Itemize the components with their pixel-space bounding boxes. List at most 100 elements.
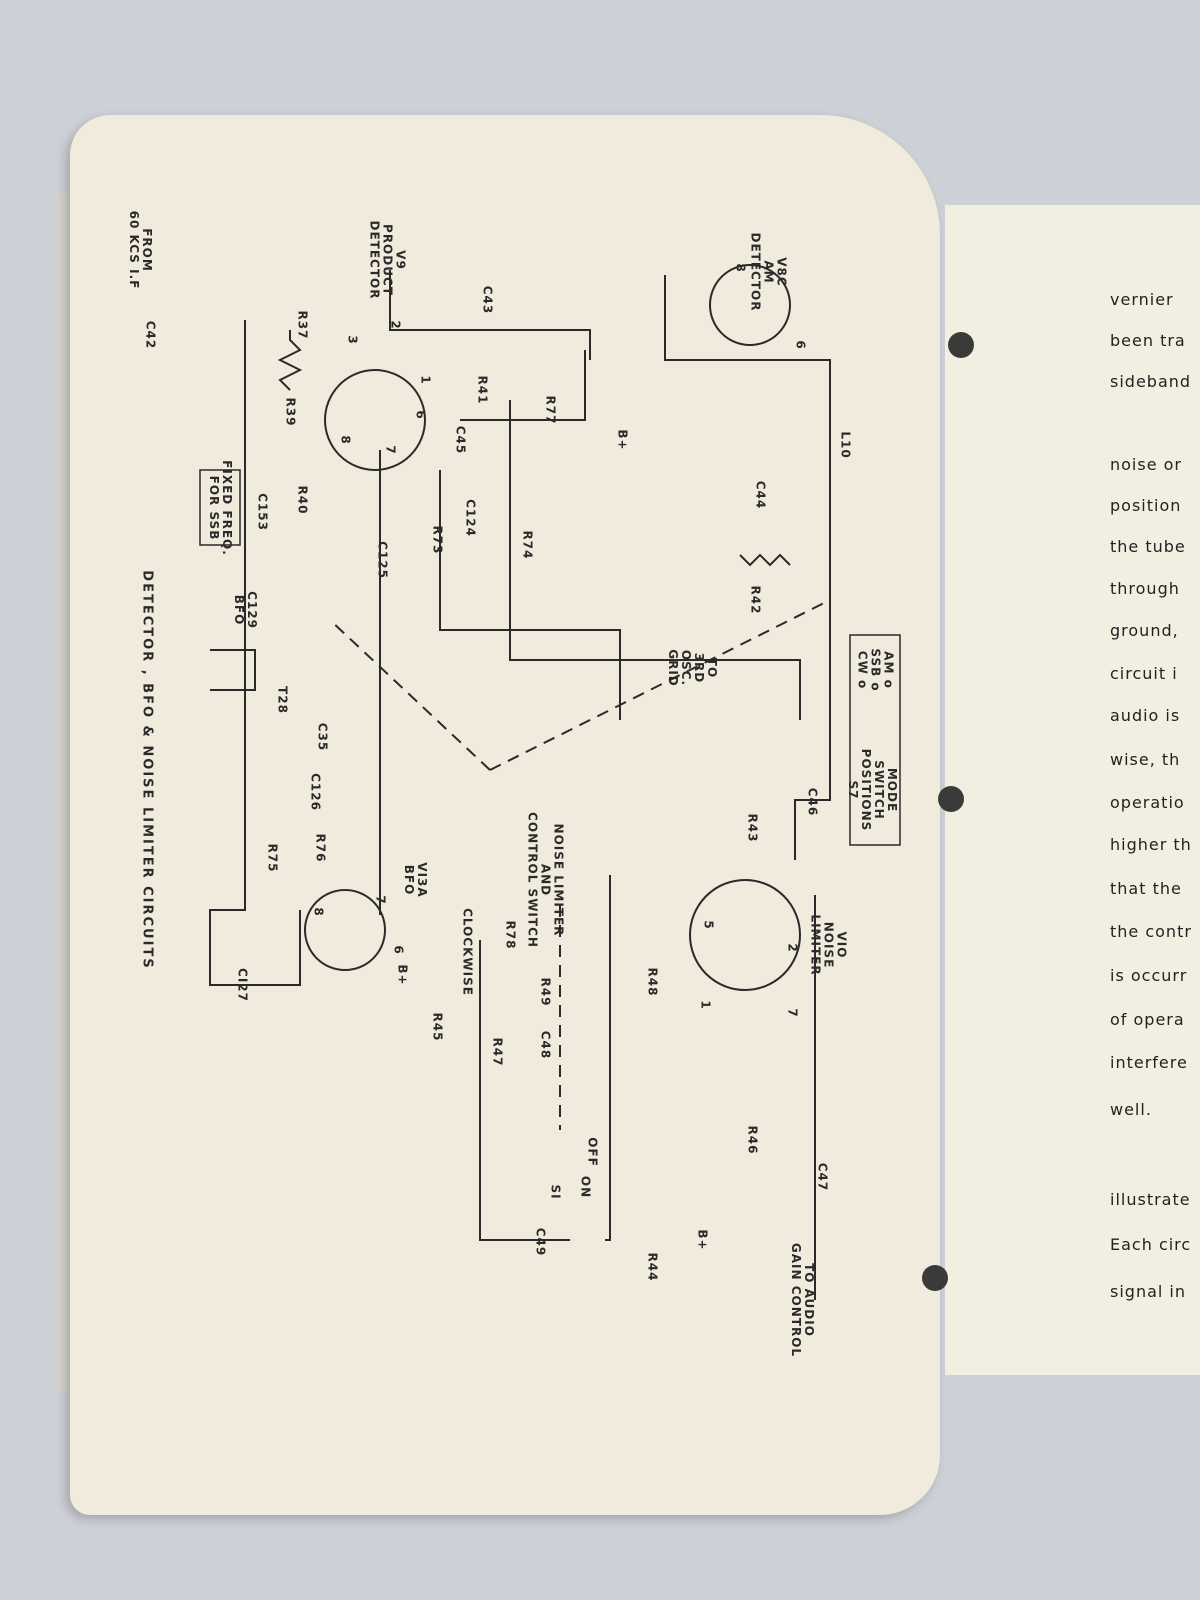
pin-number: 6 <box>793 340 808 350</box>
wire <box>664 275 831 860</box>
label-r78: R78 <box>503 920 518 950</box>
pin-number: 8 <box>733 263 748 273</box>
pin-number: 1 <box>698 1000 713 1010</box>
text-line: ground, <box>1110 621 1179 640</box>
label-c45: C45 <box>453 425 468 455</box>
label-mode-switch: MODE SWITCH POSITIONS S7 <box>846 748 899 832</box>
label-c44: C44 <box>753 480 768 510</box>
label-v10: VIO NOISE LIMITER <box>808 914 849 976</box>
text-line: Each circ <box>1110 1235 1192 1254</box>
pin-number: 3 <box>345 335 360 345</box>
label-r49: R49 <box>538 977 553 1007</box>
punch-hole <box>922 1265 948 1291</box>
fixed-freq-box <box>199 469 241 546</box>
text-line: been tra <box>1110 331 1186 350</box>
label-c124: C124 <box>463 499 478 537</box>
label-c35: C35 <box>315 722 330 752</box>
mode-switch-box <box>849 634 901 846</box>
text-line: signal in <box>1110 1282 1186 1301</box>
label-r75: R75 <box>265 843 280 873</box>
label-c49: C49 <box>533 1227 548 1257</box>
label-mode-positions: AM o SSB o CW o <box>855 648 896 692</box>
label-c129: C129 BFO <box>232 591 259 629</box>
wire <box>210 649 256 691</box>
text-line: higher th <box>1110 835 1192 854</box>
label-bplus: B+ <box>615 429 630 451</box>
text-line: of opera <box>1110 1010 1185 1029</box>
wire <box>389 270 591 360</box>
text-line: circuit i <box>1110 664 1178 683</box>
label-r74: R74 <box>520 530 535 560</box>
label-noise-limiter-switch: NOISE LIMITER AND CONTROL SWITCH <box>525 812 566 948</box>
text-line: sideband <box>1110 372 1192 391</box>
text-line: audio is <box>1110 706 1181 725</box>
text-line: the contr <box>1110 922 1192 941</box>
label-c43: C43 <box>480 285 495 315</box>
label-c47: C47 <box>815 1162 830 1192</box>
pin-number: 7 <box>785 1008 800 1018</box>
tube-v9 <box>324 369 426 471</box>
label-off: OFF <box>585 1137 600 1167</box>
label-c46: C46 <box>805 787 820 817</box>
pin-number: 6 <box>391 945 406 955</box>
label-c126: C126 <box>308 773 323 811</box>
label-r47: R47 <box>490 1037 505 1067</box>
label-l10: L10 <box>838 431 853 459</box>
label-c153: C153 <box>255 493 270 531</box>
label-fixed-freq: FIXED FREQ. FOR SSB <box>207 460 234 556</box>
pin-number: 1 <box>418 375 433 385</box>
wire <box>460 350 586 421</box>
switch-linkage <box>329 619 491 771</box>
label-clockwise: CLOCKWISE <box>460 908 475 996</box>
text-line: that the <box>1110 879 1182 898</box>
label-r37: R37 <box>295 310 310 340</box>
resistor-symbol <box>277 330 303 391</box>
text-line: operatio <box>1110 793 1185 812</box>
label-r42: R42 <box>748 585 763 615</box>
label-s1: SI <box>548 1184 563 1200</box>
label-v8c: V8C AM DETECTOR <box>748 232 789 312</box>
label-r73: R73 <box>430 525 445 555</box>
label-bplus: B+ <box>695 1229 710 1251</box>
right-page <box>945 205 1200 1375</box>
label-bplus: B+ <box>395 964 410 986</box>
pin-number: 8 <box>338 435 353 445</box>
wire <box>605 875 611 1241</box>
label-r40: R40 <box>295 485 310 515</box>
wire <box>439 470 621 720</box>
label-to-audio-gain: TO AUDIO GAIN CONTROL <box>789 1242 816 1358</box>
pin-number: 5 <box>701 920 716 930</box>
label-from-if: FROM 60 KCS I.F <box>127 210 154 290</box>
resistor-symbol <box>739 553 791 567</box>
text-line: wise, th <box>1110 750 1181 769</box>
label-v9: V9 PRODUCT DETECTOR <box>367 220 408 300</box>
label-c48: C48 <box>538 1030 553 1060</box>
label-r48: R48 <box>645 967 660 997</box>
label-r76: R76 <box>313 833 328 863</box>
figure-caption: DETECTOR , BFO & NOISE LIMITER CIRCUITS <box>139 570 155 970</box>
label-r46: R46 <box>745 1125 760 1155</box>
label-c125: C125 <box>375 541 390 579</box>
pin-number: 7 <box>383 445 398 455</box>
text-line: interfere <box>1110 1053 1188 1072</box>
label-r45: R45 <box>430 1012 445 1042</box>
text-line: illustrate <box>1110 1190 1191 1209</box>
label-to-osc-grid: TO 3RD OSC. GRID <box>666 649 719 687</box>
label-v13a: VI3A BFO <box>402 862 429 898</box>
tube-v8c <box>709 264 791 346</box>
wire <box>509 400 801 720</box>
label-r39: R39 <box>283 397 298 427</box>
label-on: ON <box>578 1175 593 1199</box>
label-r44: R44 <box>645 1252 660 1282</box>
punch-hole <box>938 786 964 812</box>
pin-number: 2 <box>388 320 403 330</box>
label-c42: C42 <box>143 320 158 350</box>
tube-v10 <box>689 879 801 991</box>
text-line: the tube <box>1110 537 1186 556</box>
pin-number: 8 <box>311 907 326 917</box>
wire <box>479 940 570 1241</box>
pin-number: 7 <box>373 895 388 905</box>
label-c127: CI27 <box>235 968 250 1002</box>
pin-number: 6 <box>413 410 428 420</box>
text-line: vernier <box>1110 290 1174 309</box>
